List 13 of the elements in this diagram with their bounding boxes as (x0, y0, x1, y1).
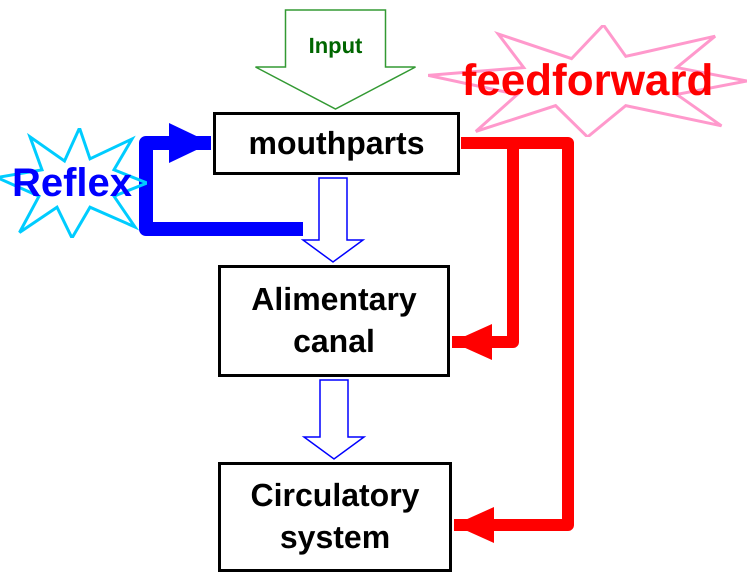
box-label: mouthparts (248, 124, 424, 163)
process-box (218, 462, 452, 572)
box-label: Alimentary canal (250, 280, 418, 361)
process-box (213, 112, 460, 175)
block-arrow (254, 9, 416, 110)
burst-label: feedforward (462, 59, 714, 103)
arrow (139, 123, 303, 236)
burst-label: Reflex (12, 163, 132, 203)
process-box (218, 265, 450, 377)
box-label: Circulatory system (250, 476, 420, 557)
block-arrow (302, 379, 366, 460)
arrow (454, 137, 574, 543)
block-arrow (300, 177, 366, 263)
